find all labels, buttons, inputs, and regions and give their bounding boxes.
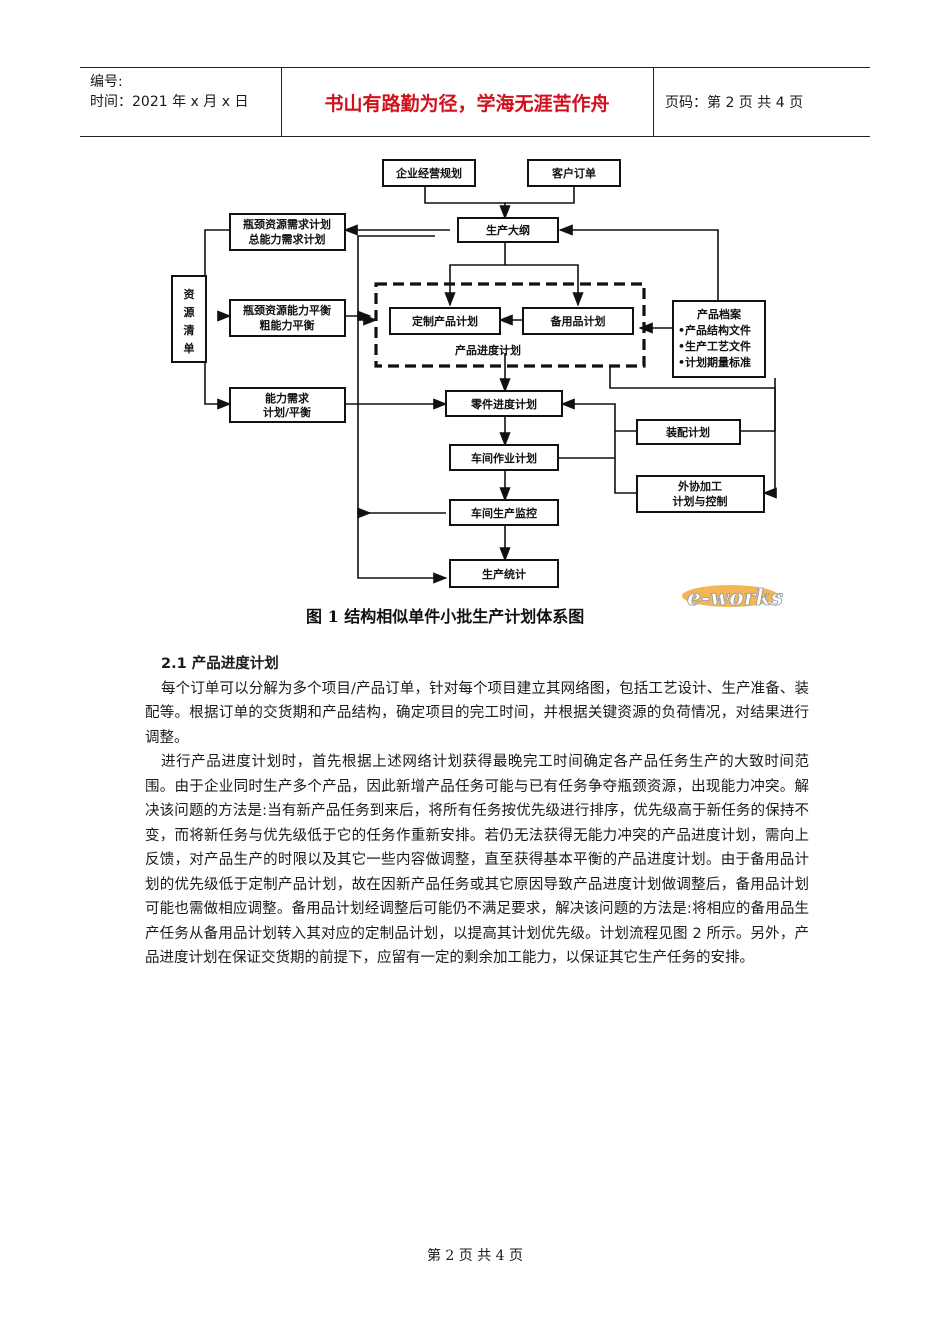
svg-text:计划与控制: 计划与控制	[673, 494, 728, 508]
diagram-svg: 企业经营规划 客户订单 瓶颈资源需求计划 总能力需求计划 生产大纲 资 源 清 …	[171, 159, 783, 626]
svg-text:瓶颈资源能力平衡: 瓶颈资源能力平衡	[243, 303, 331, 317]
page-footer: 第 2 页 共 4 页	[426, 1248, 524, 1264]
box-parts-schedule: 零件进度计划	[445, 390, 563, 417]
svg-text:装配计划: 装配计划	[665, 425, 710, 439]
document-number-label: 编号:	[90, 74, 123, 90]
box-bottleneck-demand: 瓶颈资源需求计划 总能力需求计划	[229, 213, 346, 251]
box-capacity-demand: 能力需求 计划/平衡	[229, 387, 346, 423]
e-works-logo: e-works	[682, 585, 783, 611]
box-master-plan: 生产大纲	[457, 217, 559, 243]
section-content: 2.1 产品进度计划 每个订单可以分解为多个项目/产品订单，针对每个项目建立其网…	[145, 652, 809, 971]
section-paragraph-2: 进行产品进度计划时，首先根据上述网络计划获得最晚完工时间确定各产品任务生产的大致…	[145, 754, 809, 966]
svg-text:清: 清	[184, 323, 195, 337]
header-motto: 书山有路勤为径，学海无涯苦作舟	[281, 68, 654, 136]
box-workshop-operation: 车间作业计划	[449, 444, 559, 471]
svg-text:资: 资	[184, 287, 195, 301]
svg-text:产品档案: 产品档案	[697, 307, 742, 321]
box-production-stats: 生产统计	[449, 559, 559, 588]
header-meta: 编号: 时间：2021 年 x 月 x 日	[80, 68, 282, 136]
section-paragraph-1: 每个订单可以分解为多个项目/产品订单，针对每个项目建立其网络图，包括工艺设计、生…	[145, 680, 809, 746]
svg-text:客户订单: 客户订单	[551, 166, 596, 180]
production-plan-diagram: 企业经营规划 客户订单 瓶颈资源需求计划 总能力需求计划 生产大纲 资 源 清 …	[150, 148, 800, 638]
box-spare-parts-plan: 备用品计划	[522, 307, 634, 335]
box-product-file: 产品档案 •产品结构文件 •生产工艺文件 •计划期量标准	[672, 300, 766, 378]
svg-text:生产大纲: 生产大纲	[486, 223, 530, 237]
svg-text:车间生产监控: 车间生产监控	[471, 506, 537, 520]
box-workshop-monitor: 车间生产监控	[449, 499, 559, 526]
box-enterprise-plan: 企业经营规划	[382, 159, 476, 187]
svg-text:车间作业计划: 车间作业计划	[471, 451, 537, 465]
svg-text:e-works: e-works	[687, 585, 783, 611]
svg-text:企业经营规划: 企业经营规划	[395, 166, 462, 180]
box-resource-list: 资 源 清 单	[171, 275, 207, 363]
box-customer-order: 客户订单	[527, 159, 621, 187]
section-title: 2.1 产品进度计划	[161, 656, 279, 672]
svg-text:外协加工: 外协加工	[677, 479, 722, 493]
svg-text:总能力需求计划: 总能力需求计划	[249, 232, 326, 246]
header-page-info: 页码：第 2 页 共 4 页	[665, 95, 804, 111]
svg-text:瓶颈资源需求计划: 瓶颈资源需求计划	[243, 217, 331, 231]
box-bottleneck-balance: 瓶颈资源能力平衡 粗能力平衡	[229, 299, 346, 337]
svg-text:能力需求: 能力需求	[265, 391, 310, 405]
svg-text:零件进度计划: 零件进度计划	[470, 397, 537, 411]
svg-text:•产品结构文件: •产品结构文件	[678, 323, 751, 337]
svg-text:生产统计: 生产统计	[482, 567, 526, 581]
svg-text:粗能力平衡: 粗能力平衡	[260, 318, 315, 332]
box-outsourcing: 外协加工 计划与控制	[636, 475, 765, 513]
product-schedule-group	[374, 282, 646, 368]
svg-text:源: 源	[184, 305, 195, 319]
diagram-caption: 图 1 结构相似单件小批生产计划体系图	[306, 607, 584, 626]
svg-text:•计划期量标准: •计划期量标准	[678, 355, 751, 369]
svg-text:•生产工艺文件: •生产工艺文件	[678, 339, 751, 353]
svg-text:定制产品计划: 定制产品计划	[412, 314, 478, 328]
page-header: 编号: 时间：2021 年 x 月 x 日 书山有路勤为径，学海无涯苦作舟 页码…	[80, 67, 870, 137]
product-schedule-label: 产品进度计划	[455, 343, 521, 357]
diagram-connectors	[204, 186, 777, 584]
svg-text:单: 单	[184, 341, 195, 355]
box-custom-product-plan: 定制产品计划	[389, 307, 501, 335]
svg-text:备用品计划: 备用品计划	[550, 314, 606, 328]
document-time-label: 时间：2021 年 x 月 x 日	[90, 94, 249, 110]
box-assembly-plan: 装配计划	[636, 419, 741, 445]
svg-text:计划/平衡: 计划/平衡	[263, 405, 311, 419]
